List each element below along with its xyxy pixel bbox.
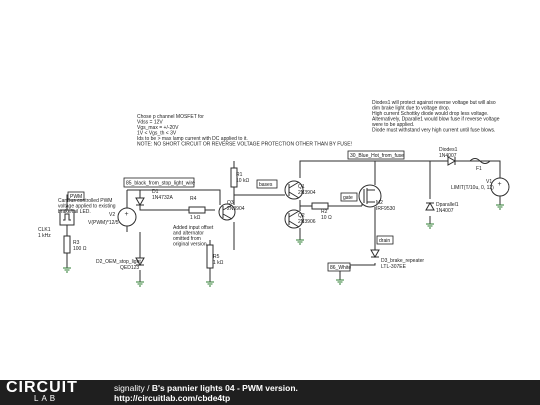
offset-note: Added input offset and alternator omitte… <box>173 225 215 248</box>
d1-value: 1N4732A <box>152 195 174 201</box>
diode-note: Diodes1 will protect against reverse vol… <box>372 100 501 134</box>
m2-name: M2 <box>376 200 383 206</box>
author-name[interactable]: signality <box>114 383 145 393</box>
ground-symbol <box>336 279 344 285</box>
clk1-name: CLK1 <box>38 227 51 233</box>
m2-value: IRF9530 <box>376 206 395 212</box>
q3-value: 2N3904 <box>227 206 245 212</box>
q1-name: Q1 <box>298 184 305 190</box>
d2-value: QED123 <box>120 265 139 271</box>
r1-name: R1 <box>236 172 243 178</box>
v1-plus: + <box>498 181 502 188</box>
v1-name: V1 <box>486 179 492 185</box>
r5-name: R5 <box>213 254 220 260</box>
r3-symbol[interactable] <box>63 235 71 254</box>
circuit-name: B's pannier lights 04 - PWM version. <box>151 383 298 393</box>
r5-value: 1 kΩ <box>213 260 224 266</box>
v2-value: V(PWM)*12/5 <box>88 220 119 226</box>
r4-name: R4 <box>190 196 197 202</box>
d1-r4-wire <box>139 205 205 211</box>
f1-symbol[interactable] <box>469 158 491 164</box>
circuitlab-logo[interactable]: CIRCUIT LAB <box>6 379 116 404</box>
q2-name: Q2 <box>298 213 305 219</box>
ground-symbol <box>426 223 434 229</box>
v2-symbol[interactable] <box>117 207 137 227</box>
v2-name: V2 <box>109 212 115 218</box>
logo-top-text: CIRCUIT <box>6 379 78 396</box>
net-label-pwm: PWM <box>70 194 82 200</box>
d2-name: D2_OEM_stop_light <box>96 259 141 265</box>
net-label-pwm-box[interactable] <box>67 191 85 201</box>
r5-symbol[interactable] <box>206 244 214 269</box>
net-label-black-box[interactable] <box>123 177 195 188</box>
circuit-title: signality / B's pannier lights 04 - PWM … <box>114 383 298 393</box>
r1-value: 10 kΩ <box>236 178 249 184</box>
net-label-white-box[interactable] <box>327 262 351 272</box>
title-separator: / <box>144 383 152 393</box>
rail-to-q1-wire <box>299 160 375 178</box>
dparallel1-name: Dparallel1 <box>436 202 459 208</box>
footer-bar: CIRCUIT LAB signality / B's pannier ligh… <box>0 379 540 405</box>
black-wire <box>127 189 221 205</box>
canbus-note: CanBus controlled PWM voltage applied to… <box>58 198 117 215</box>
v2-plus: + <box>125 211 129 218</box>
net-label-white: 86_White <box>330 265 351 271</box>
circuit-url-link[interactable]: http://circuitlab.com/cbde4tp <box>114 393 231 403</box>
net-label-drain: drain <box>379 238 390 244</box>
wires <box>66 160 501 282</box>
logo-bottom-text: LAB <box>34 394 59 403</box>
q3-name: Q3 <box>227 200 234 206</box>
diodes1-name: Diodes1 <box>439 147 458 153</box>
q2-value: 2N3906 <box>298 219 316 225</box>
diodes1-symbol[interactable] <box>447 156 457 166</box>
ground-symbol <box>136 281 144 287</box>
r4-value: 1 kΩ <box>190 215 201 221</box>
net-label-black: 85_black_from_stop_light_wire <box>126 181 195 187</box>
d2-symbol[interactable] <box>135 257 145 267</box>
r3-value: 100 Ω <box>73 246 87 252</box>
net-label-bases: bases <box>259 182 273 188</box>
ground-symbol <box>296 239 304 245</box>
r2-name: R2 <box>321 209 328 215</box>
d3-value: LTL-307EE <box>381 264 407 270</box>
clk1-symbol[interactable] <box>59 209 75 226</box>
r4-symbol[interactable] <box>188 206 206 214</box>
net-label-blue-box[interactable] <box>347 150 405 160</box>
d1-symbol[interactable] <box>135 197 145 207</box>
component-labels: CLK1 1 kHz R3 100 Ω V2 V(PWM)*12/5 D1 1N… <box>38 147 494 271</box>
r2-value: 10 Ω <box>321 215 332 221</box>
d3-ground-wire <box>339 263 376 280</box>
mosfet-note: Chose p channel MOSFET for Vdss = 12V Vg… <box>137 114 352 148</box>
q1-value: 2N3904 <box>298 190 316 196</box>
grounds <box>63 204 504 287</box>
annotations: Chose p channel MOSFET for Vdss = 12V Vg… <box>58 100 501 248</box>
ground-symbol <box>63 267 71 273</box>
top-rail-wire <box>375 160 501 178</box>
net-label-gate: gate <box>343 195 353 201</box>
v1-value: LIMIT(T/10u, 0, 12) <box>451 185 494 191</box>
r1-symbol[interactable] <box>230 167 238 188</box>
d3-symbol[interactable] <box>370 249 380 259</box>
net-label-blue: 30_Blue_Hot_from_fuse <box>350 153 404 159</box>
components: + <box>59 156 510 269</box>
d3-name: D3_brake_repeater <box>381 258 424 264</box>
schematic-canvas: + <box>38 100 510 287</box>
clk1-value: 1 kHz <box>38 233 51 239</box>
f1-name: F1 <box>476 166 482 172</box>
ground-symbol <box>496 204 504 210</box>
dparallel1-symbol[interactable] <box>425 201 435 211</box>
diodes1-value: 1N4007 <box>439 153 457 159</box>
net-label-drain-box[interactable] <box>376 235 394 245</box>
dparallel1-value: 1N4007 <box>436 208 454 214</box>
net-label-gate-box[interactable] <box>340 192 358 202</box>
r2-symbol[interactable] <box>311 202 329 210</box>
net-label-bases-box[interactable] <box>256 179 278 189</box>
net-labels: PWM 85_black_from_stop_light_wire bases … <box>67 150 405 272</box>
clk1-square-wave <box>63 213 71 221</box>
d1-name: D1 <box>152 189 159 195</box>
v1-symbol[interactable] <box>490 177 510 197</box>
ground-symbol <box>206 281 214 287</box>
r3-name: R3 <box>73 240 80 246</box>
